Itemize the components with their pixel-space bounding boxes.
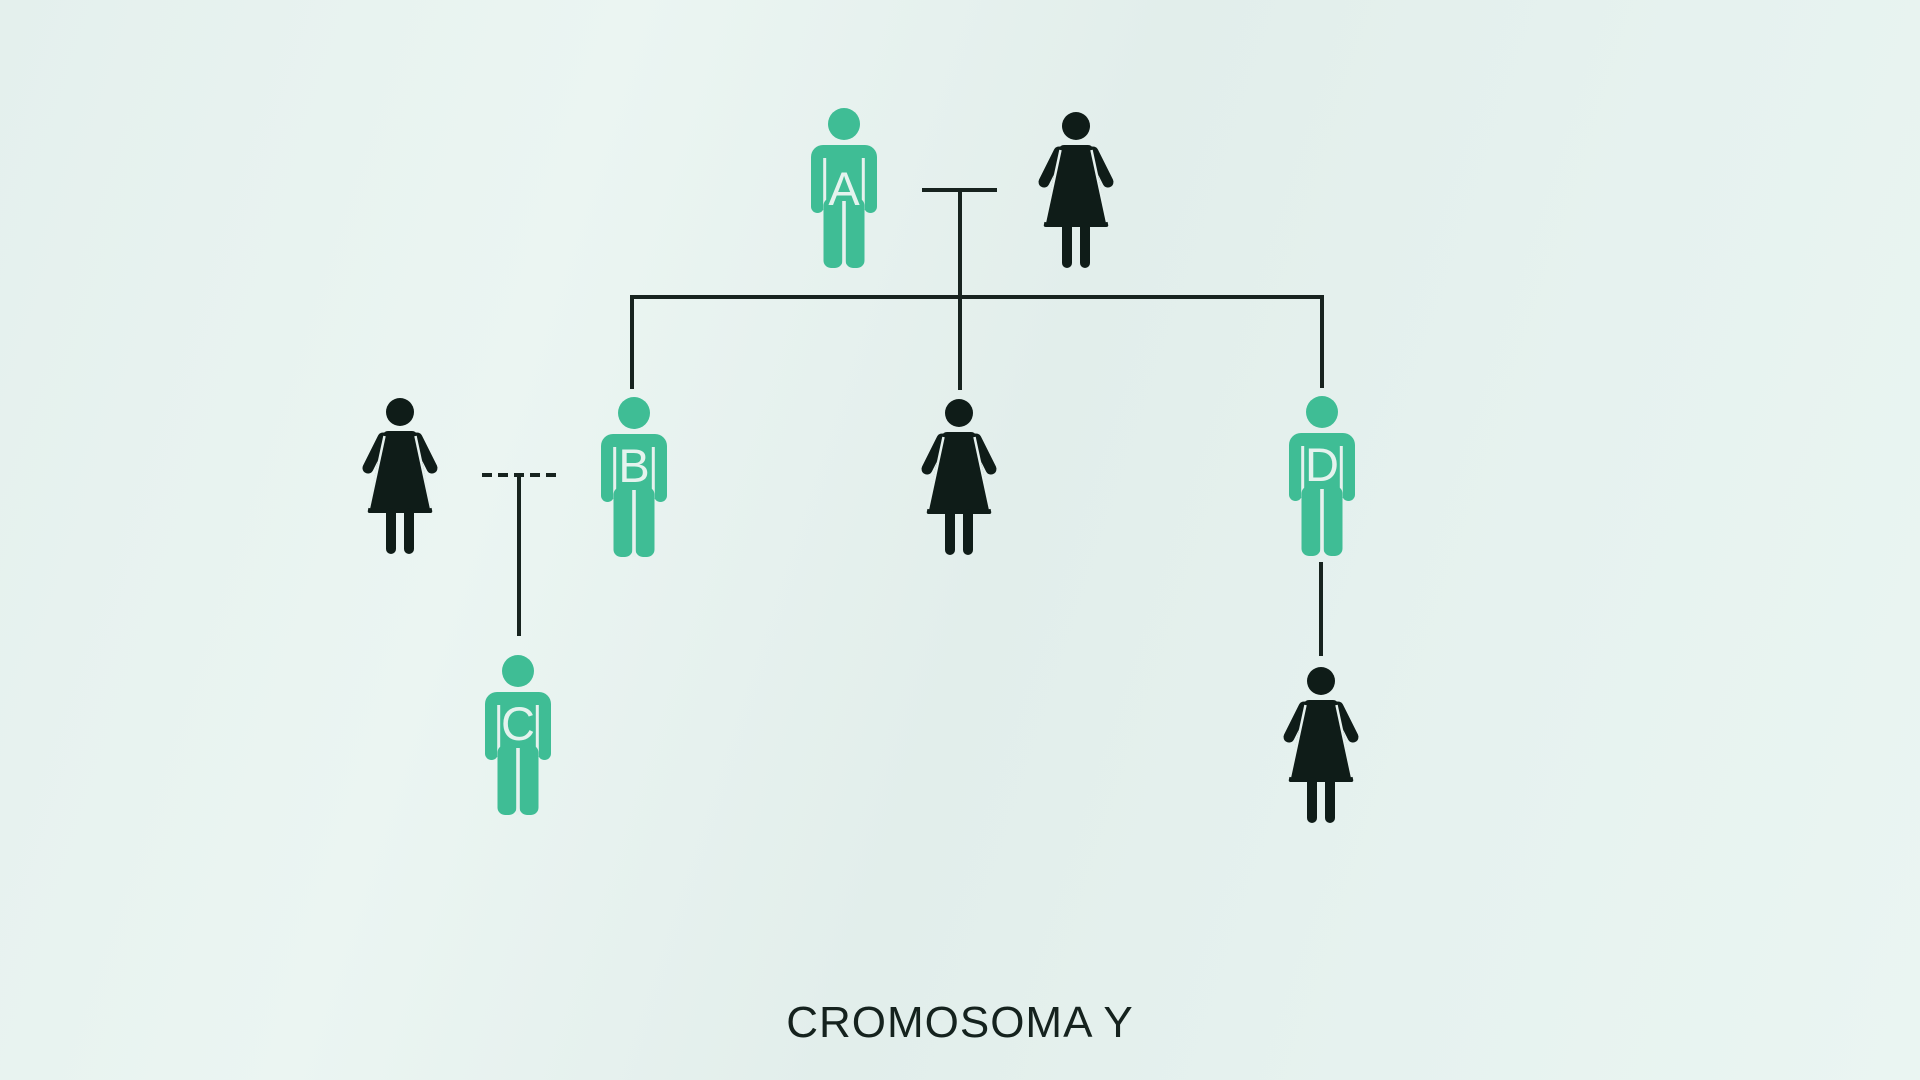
descent-line-to-c: [517, 475, 521, 636]
female-icon: [921, 399, 997, 555]
male-icon: [485, 655, 551, 815]
person-son-d: D: [1289, 396, 1355, 556]
drop-line-to-b: [630, 295, 634, 389]
female-icon: [362, 398, 438, 554]
person-daughter-of-d: [1279, 667, 1363, 825]
person-son-c: C: [485, 655, 551, 815]
female-icon: [1038, 112, 1114, 268]
person-father-a: A: [811, 108, 877, 268]
descent-line-d-to-daughter: [1319, 562, 1323, 656]
male-icon: [601, 397, 667, 557]
descent-line-parents: [958, 188, 962, 299]
drop-line-to-middle-daughter: [958, 295, 962, 390]
sibling-line: [630, 295, 1324, 299]
male-icon: [1289, 396, 1355, 556]
diagram-title: CROMOSOMA Y: [786, 998, 1134, 1047]
person-son-b: B: [601, 397, 667, 557]
person-partner-of-b: [358, 398, 442, 556]
male-icon: [811, 108, 877, 268]
drop-line-to-d: [1320, 295, 1324, 388]
female-icon: [1283, 667, 1359, 823]
person-middle-daughter: [917, 399, 1001, 557]
person-mother: [1034, 112, 1118, 270]
